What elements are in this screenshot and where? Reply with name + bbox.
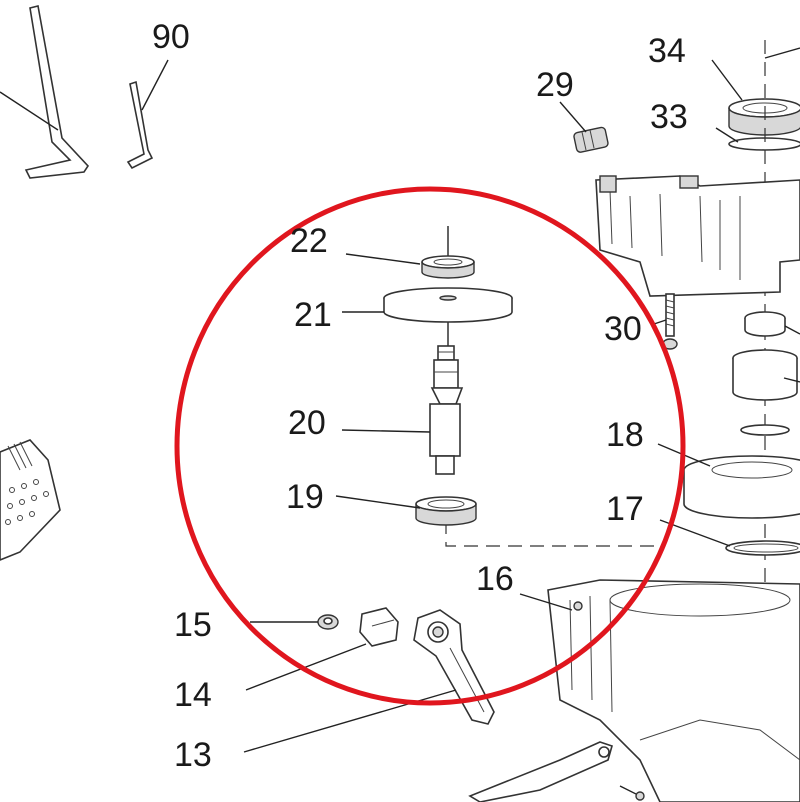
callout-90: 90 [152, 18, 190, 56]
pulley-disc-21 [342, 287, 513, 323]
callout-18: 18 [606, 416, 644, 454]
shaft-20 [341, 345, 464, 475]
coupler-14 [245, 607, 399, 691]
roller-left [0, 439, 61, 561]
callout-17: 17 [606, 490, 644, 528]
pin-bottom [619, 785, 645, 801]
bearing-22 [345, 253, 475, 279]
hex-key-small-90 [126, 59, 169, 170]
highlight-circle [174, 186, 686, 706]
bolt-29 [559, 101, 609, 153]
callout-22: 22 [290, 222, 328, 260]
bushing-right [732, 349, 800, 401]
screw-30 [653, 293, 678, 350]
callout-21: 21 [294, 296, 332, 334]
callout-19: 19 [286, 478, 324, 516]
lever-arm-13 [243, 609, 495, 753]
bearing-19 [335, 495, 477, 526]
callout-34: 34 [648, 32, 686, 70]
callout-29: 29 [536, 66, 574, 104]
callout-13: 13 [174, 736, 212, 774]
link-bottom [468, 741, 613, 802]
upper-housing [595, 175, 800, 297]
sleeve-right [744, 311, 800, 337]
lower-housing-16 [519, 579, 800, 802]
callout-16: 16 [476, 560, 514, 598]
ring-17 [659, 519, 800, 556]
callout-20: 20 [288, 404, 326, 442]
nut-15 [250, 614, 339, 630]
hex-key-large [0, 5, 90, 179]
callout-33: 33 [650, 98, 688, 136]
ring-right [740, 424, 790, 436]
bearing-34 [711, 59, 800, 136]
callout-30: 30 [604, 310, 642, 348]
callout-14: 14 [174, 676, 212, 714]
callout-15: 15 [174, 606, 212, 644]
